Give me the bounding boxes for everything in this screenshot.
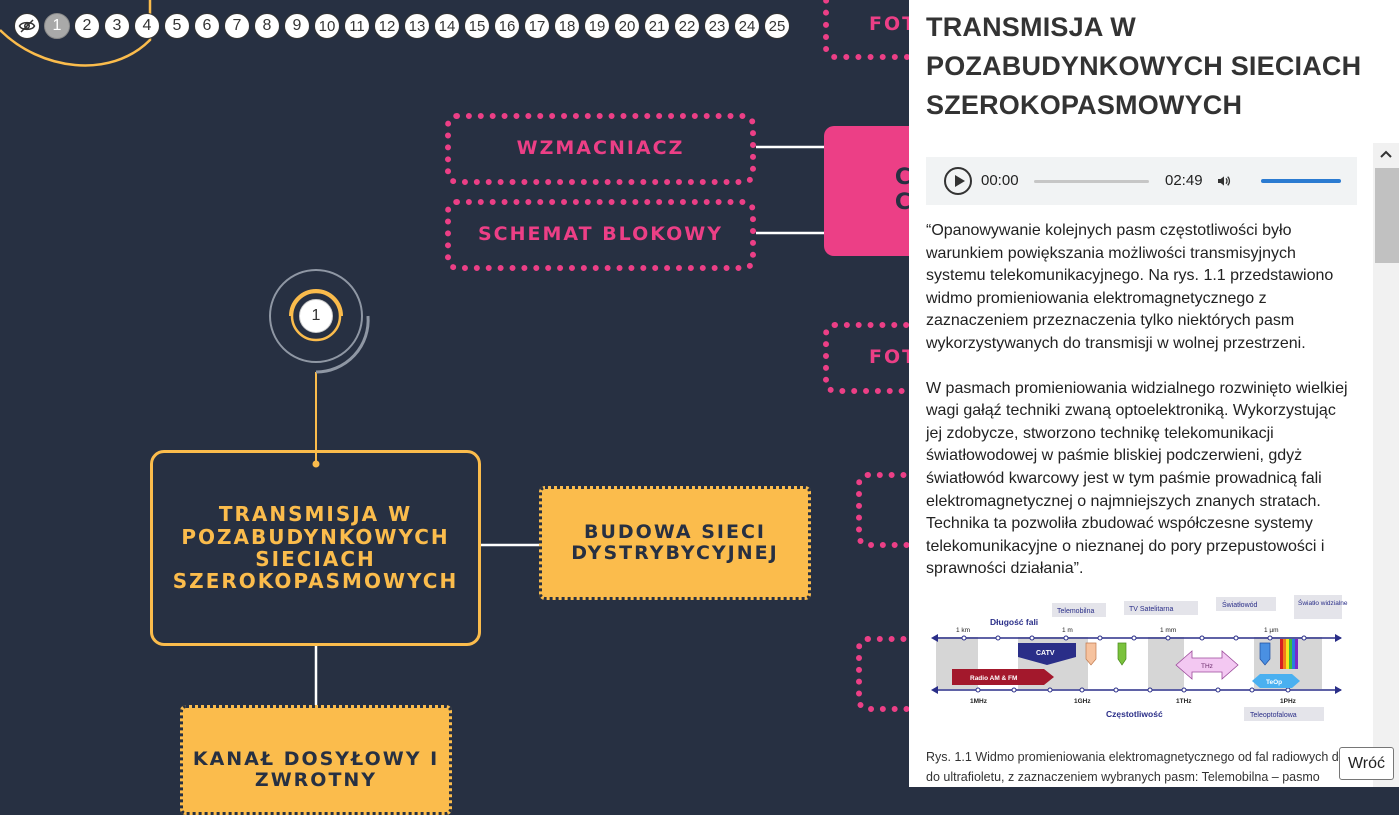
page-button[interactable]: 8 [254, 13, 280, 39]
page-button[interactable]: 11 [344, 13, 370, 39]
caption-line-2: do ultrafioletu, z zaznaczeniem wybranyc… [926, 770, 1320, 784]
page-button[interactable]: 18 [554, 13, 580, 39]
label-tv-satelitarna: TV Satelitarna [1129, 606, 1173, 613]
label-swiatlowod: Światłowód [1222, 600, 1258, 609]
page-button[interactable]: 6 [194, 13, 220, 39]
mindmap-connectors [0, 0, 826, 707]
audio-player: 00:00 02:49 [926, 157, 1357, 205]
freq-tick-1thz: 1THz [1176, 698, 1192, 705]
node-fot-top-label: FOT [869, 13, 918, 36]
label-swiatlo-widzialne: Światło widzialne [1298, 598, 1348, 607]
page-button[interactable]: 19 [584, 13, 610, 39]
node-wzmacniacz[interactable]: WZMACNIACZ [445, 113, 756, 185]
node-root-label: TRANSMISJA W POZABUDYNKOWYCH SIECIACH SZ… [172, 502, 459, 594]
audio-duration: 02:49 [1165, 172, 1203, 189]
node-budowa-sieci[interactable]: BUDOWA SIECI DYSTRYBYCYJNEJ [539, 486, 811, 600]
panel-text: “Opanowywanie kolejnych pasm częstotliwo… [926, 220, 1354, 581]
page-button[interactable]: 14 [434, 13, 460, 39]
page-button[interactable]: 7 [224, 13, 250, 39]
page-button[interactable]: 15 [464, 13, 490, 39]
figure-caption: Rys. 1.1 Widmo promieniowania elektromag… [926, 747, 1372, 787]
node-kanal-label: KANAŁ DOSYŁOWY I ZWROTNY [192, 748, 440, 792]
chevron-up-icon [1380, 150, 1392, 158]
node-schemat-blokowy[interactable]: SCHEMAT BLOKOWY [445, 199, 756, 271]
page-button[interactable]: 3 [104, 13, 130, 39]
page-button[interactable]: 17 [524, 13, 550, 39]
page-button[interactable]: 9 [284, 13, 310, 39]
page-button[interactable]: 10 [314, 13, 340, 39]
node-budowa-sieci-label: BUDOWA SIECI DYSTRYBYCYJNEJ [571, 520, 779, 564]
audio-seek-bar[interactable] [1034, 180, 1149, 183]
page-button[interactable]: 1 [44, 13, 70, 39]
panel-scroll-area[interactable]: 00:00 02:49 “Opanowywanie kolejnych pasm… [909, 143, 1399, 787]
freq-tick-1ghz: 1GHz [1074, 698, 1091, 705]
volume-slider[interactable] [1261, 179, 1341, 183]
node-kanal[interactable]: KANAŁ DOSYŁOWY I ZWROTNY [180, 705, 452, 815]
wl-tick-1um: 1 µm [1264, 627, 1279, 634]
node-number-badge[interactable]: 1 [299, 299, 333, 333]
node-root[interactable]: TRANSMISJA W POZABUDYNKOWYCH SIECIACH SZ… [150, 450, 481, 646]
spectrum-figure: 1 km 1 m 1 mm 1 µm 1MHz 1GHz 1THz 1PHz D… [931, 595, 1348, 721]
audio-current-time: 00:00 [981, 172, 1019, 189]
scrollbar-track[interactable] [1373, 165, 1399, 787]
node-pink-solid-label: C C [894, 165, 914, 215]
back-button[interactable]: Wróć [1339, 747, 1394, 780]
mindmap-canvas[interactable]: FOT WZMACNIACZ SCHEMAT BLOKOWY C C FOT 1… [0, 0, 944, 815]
eye-off-icon-svg [18, 19, 36, 33]
label-telemobilna: Telemobilna [1057, 608, 1094, 615]
page-button[interactable]: 16 [494, 13, 520, 39]
page-button[interactable]: 2 [74, 13, 100, 39]
label-thz: THz [1201, 663, 1213, 670]
axis-czestotliwosc: Częstotliwość [1106, 709, 1163, 719]
label-catv: CATV [1036, 650, 1055, 657]
page-button[interactable]: 23 [704, 13, 730, 39]
label-teleoptofalowa: Teleoptofalowa [1250, 712, 1297, 719]
page-button[interactable]: 24 [734, 13, 760, 39]
scrollbar-thumb[interactable] [1375, 168, 1399, 263]
page-button[interactable]: 21 [644, 13, 670, 39]
panel-title: TRANSMISJA W POZABUDYNKOWYCH SIECIACH SZ… [926, 12, 1362, 120]
play-icon[interactable] [944, 167, 972, 195]
node-number-badge-label: 1 [311, 307, 321, 324]
wl-tick-1km: 1 km [956, 627, 970, 634]
wl-tick-1mm: 1 mm [1160, 627, 1176, 634]
detail-panel: TRANSMISJA W POZABUDYNKOWYCH SIECIACH SZ… [909, 0, 1399, 787]
page-button[interactable]: 20 [614, 13, 640, 39]
label-radio: Radio AM & FM [970, 675, 1017, 682]
node-schemat-blokowy-label: SCHEMAT BLOKOWY [477, 223, 724, 246]
node-fot-mid-label: FOT [869, 346, 918, 369]
page-button[interactable]: 12 [374, 13, 400, 39]
page-button[interactable]: 4 [134, 13, 160, 39]
freq-tick-1phz: 1PHz [1280, 698, 1297, 705]
page-button[interactable]: 25 [764, 13, 790, 39]
freq-tick-1mhz: 1MHz [970, 698, 988, 705]
node-wzmacniacz-label: WZMACNIACZ [516, 137, 685, 160]
axis-dlugosc-fali: Długość fali [990, 617, 1038, 627]
paragraph-1: “Opanowywanie kolejnych pasm częstotliwo… [926, 222, 1334, 352]
page-button[interactable]: 5 [164, 13, 190, 39]
page-button[interactable]: 22 [674, 13, 700, 39]
caption-line-1: Rys. 1.1 Widmo promieniowania elektromag… [926, 750, 1372, 764]
paragraph-2: W pasmach promieniowania widzialnego roz… [926, 379, 1348, 578]
wl-tick-1m: 1 m [1062, 627, 1073, 634]
volume-icon[interactable] [1216, 173, 1232, 189]
page-button[interactable]: 13 [404, 13, 430, 39]
label-teop: TeOp [1266, 679, 1282, 686]
scroll-up-icon[interactable] [1373, 143, 1399, 165]
eye-off-icon[interactable] [14, 13, 40, 39]
